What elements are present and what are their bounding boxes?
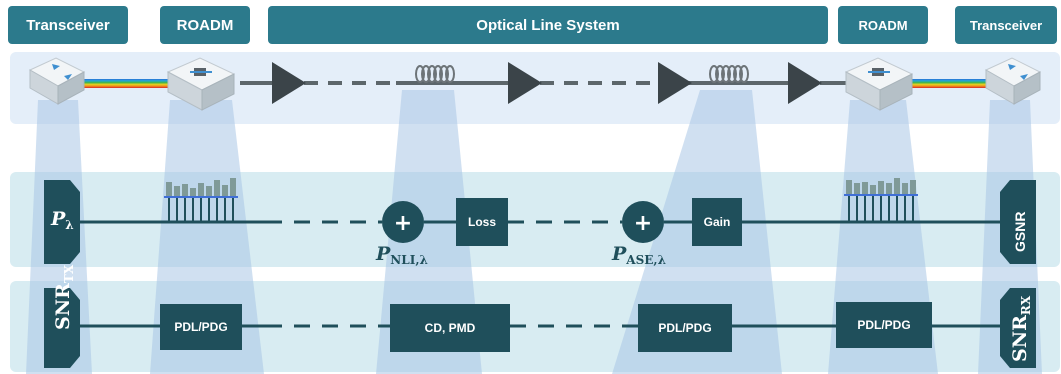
p-lambda-label: Pλ: [51, 208, 74, 232]
fiber-span-1-projection: [376, 90, 482, 374]
snr-rx-main: SNR: [1009, 315, 1031, 362]
ase-plus-symbol: +: [634, 211, 652, 236]
header-transceiver-left: Transceiver: [8, 6, 128, 44]
p-lambda-sub: λ: [65, 218, 74, 232]
snr-rx-sub: RX: [1019, 295, 1033, 315]
fiber-spool-icon: [709, 65, 749, 83]
snr-rx-block: [1000, 288, 1036, 368]
amplifier-icon: [788, 62, 822, 104]
amplifier-icon: [272, 62, 306, 104]
wdm-rainbow-left: [84, 79, 170, 88]
snr-rx-label: SNRRX: [1009, 295, 1033, 362]
gsnr-label: GSNR: [1012, 212, 1028, 252]
p-lambda-main: P: [51, 208, 66, 230]
spectrum-icon: [164, 178, 238, 222]
power-model-band: [10, 172, 1060, 267]
gsnr-block: [1000, 180, 1036, 264]
amplifier-icon: [658, 62, 692, 104]
p-nli-label: PNLI,λ: [376, 243, 428, 267]
transceiver-icon: [984, 57, 1042, 105]
loss-block: Loss: [456, 198, 508, 246]
tx-power-block: [44, 180, 80, 264]
snr-tx-sub: TX: [62, 264, 76, 283]
p-ase-sub: ASE,λ: [626, 253, 667, 267]
snr-tx-block: [44, 288, 80, 368]
header-transceiver-right: Transceiver: [955, 6, 1057, 44]
nli-adder-node: [382, 201, 424, 243]
p-nli-sub: NLI,λ: [390, 253, 428, 267]
ase-adder-node: [622, 201, 664, 243]
pdl-pdg-block-roadm-right: PDL/PDG: [836, 302, 932, 348]
nli-plus-symbol: +: [394, 211, 412, 236]
pdl-pdg-block-amplifier: PDL/PDG: [638, 304, 732, 352]
transceiver-icon: [28, 57, 86, 105]
cd-pmd-block: CD, PMD: [390, 304, 510, 352]
header-optical-line-system: Optical Line System: [268, 6, 828, 44]
p-ase-label: PASE,λ: [612, 243, 666, 267]
fiber-spool-icon: [415, 65, 455, 83]
gain-block: Gain: [692, 198, 742, 246]
p-ase-main: P: [612, 243, 627, 265]
header-roadm-left: ROADM: [160, 6, 250, 44]
roadm-icon: [844, 57, 914, 111]
header-roadm-right: ROADM: [838, 6, 928, 44]
snr-tx-label: SNRTX: [52, 264, 76, 330]
amplifier-icon: [508, 62, 542, 104]
spectrum-icon: [844, 178, 918, 222]
wdm-rainbow-right: [912, 79, 990, 88]
p-nli-main: P: [376, 243, 391, 265]
impairment-model-band: [10, 281, 1060, 372]
pdl-pdg-block-roadm-left: PDL/PDG: [160, 304, 242, 350]
roadm-icon: [166, 57, 236, 111]
snr-tx-main: SNR: [52, 283, 74, 330]
